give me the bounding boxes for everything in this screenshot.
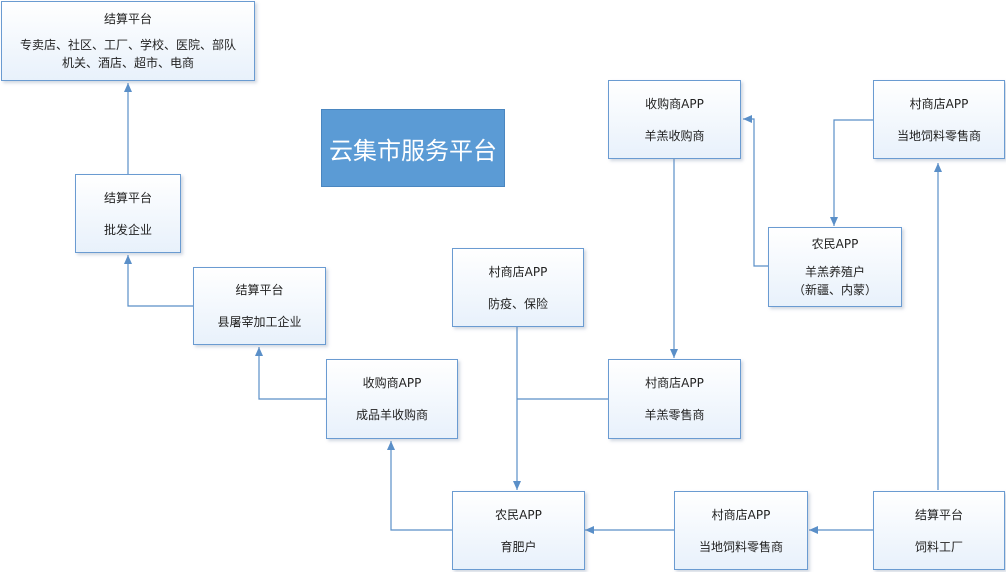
node-label: 村商店APP bbox=[711, 507, 771, 522]
node-desc: 成品羊收购商 bbox=[355, 408, 428, 422]
node-label: 农民APP bbox=[811, 237, 859, 251]
node-desc: 县屠宰加工企业 bbox=[217, 315, 302, 329]
node-wholesale: 结算平台 批发企业 bbox=[75, 174, 181, 253]
edge-slaughter-to-wholesale bbox=[124, 255, 193, 307]
node-label: 结算平台 bbox=[103, 190, 152, 205]
node-lamb-retailer: 村商店APP 羊羔零售商 bbox=[608, 359, 741, 439]
node-desc: 批发企业 bbox=[103, 222, 152, 237]
node-label: 结算平台 bbox=[914, 507, 963, 522]
node-desc: 饲料工厂 bbox=[914, 539, 963, 554]
node-desc: 专卖店、社区、工厂、学校、医院、部队 机关、酒店、超市、电商 bbox=[19, 38, 236, 70]
node-finished-buyer: 收购商APP 成品羊收购商 bbox=[326, 359, 458, 439]
node-feed-retailer-top: 村商店APP 当地饲料零售商 bbox=[873, 80, 1005, 159]
node-desc: 当地饲料零售商 bbox=[896, 128, 981, 143]
node-desc: 当地饲料零售商 bbox=[698, 539, 783, 554]
node-feed-factory: 结算平台 饲料工厂 bbox=[873, 491, 1005, 570]
node-desc: 防疫、保险 bbox=[487, 296, 548, 311]
edge-buyer-to-slaughter bbox=[255, 347, 326, 400]
node-label: 结算平台 bbox=[103, 12, 152, 26]
edge-breeder-to-lambbuyer bbox=[743, 115, 768, 267]
node-epidemic: 村商店APP 防疫、保险 bbox=[452, 248, 584, 327]
platform-title: 云集市服务平台 bbox=[321, 109, 505, 187]
node-label: 村商店APP bbox=[645, 376, 704, 390]
edge-fattening-to-buyer bbox=[387, 441, 452, 531]
node-slaughter: 结算平台 县屠宰加工企业 bbox=[193, 267, 326, 345]
node-label: 收购商APP bbox=[645, 96, 704, 111]
node-desc: 羊羔收购商 bbox=[644, 128, 705, 143]
node-label: 村商店APP bbox=[909, 96, 969, 111]
edge-feedtop-to-breeder bbox=[830, 119, 873, 226]
node-label: 收购商APP bbox=[362, 376, 422, 390]
node-desc: 羊羔零售商 bbox=[644, 408, 705, 422]
node-desc: 育肥户 bbox=[500, 539, 537, 554]
node-fattening: 农民APP 育肥户 bbox=[452, 491, 585, 570]
node-label: 结算平台 bbox=[235, 283, 284, 297]
node-breeder: 农民APP 羊羔养殖户 （新疆、内蒙） bbox=[768, 227, 902, 307]
node-feed-retailer-bottom: 村商店APP 当地饲料零售商 bbox=[674, 491, 808, 570]
node-desc: 羊羔养殖户 （新疆、内蒙） bbox=[792, 265, 877, 297]
node-label: 农民APP bbox=[495, 507, 542, 522]
node-label: 村商店APP bbox=[488, 264, 548, 279]
node-lamb-buyer: 收购商APP 羊羔收购商 bbox=[608, 80, 741, 159]
node-top-settlement: 结算平台 专卖店、社区、工厂、学校、医院、部队 机关、酒店、超市、电商 bbox=[1, 1, 255, 81]
